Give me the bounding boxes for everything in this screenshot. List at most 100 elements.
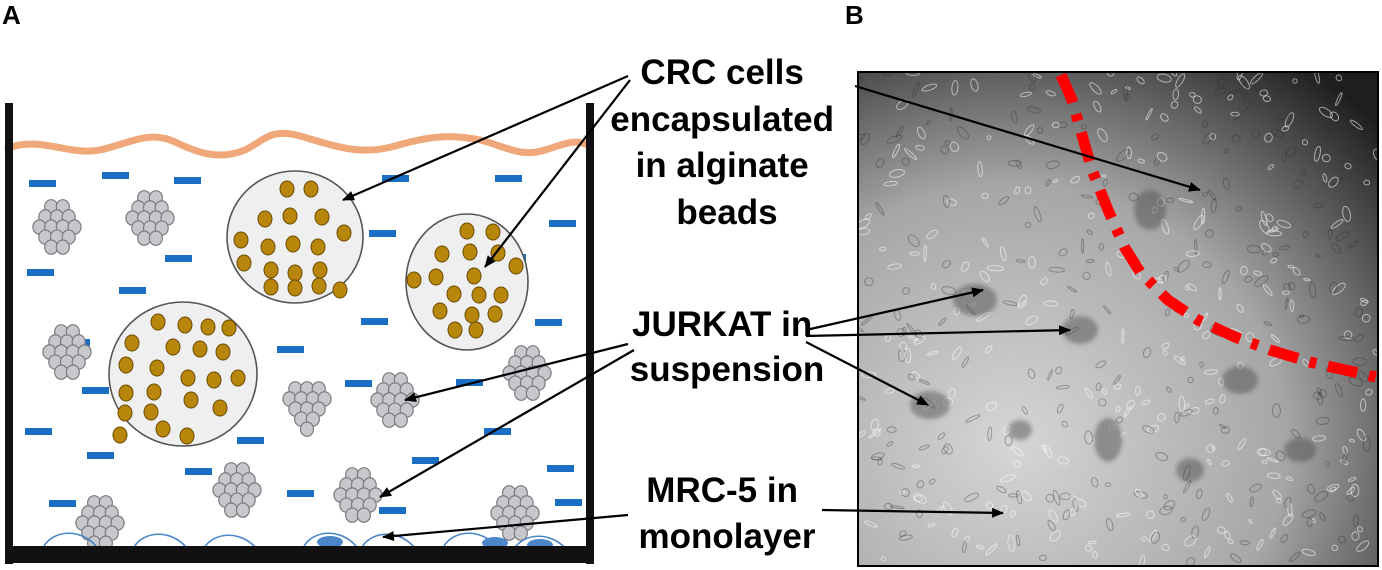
micro-cell-outline bbox=[1232, 110, 1247, 120]
micro-cell-outline bbox=[1058, 248, 1068, 257]
micro-cell-outline bbox=[1292, 78, 1298, 84]
micro-cell-outline bbox=[1049, 530, 1061, 542]
micro-cell-outline bbox=[875, 158, 885, 169]
micro-cell-outline bbox=[1084, 545, 1093, 552]
crc-cell bbox=[155, 420, 171, 438]
micro-cell-outline bbox=[887, 263, 902, 270]
micro-cell-outline bbox=[961, 356, 970, 368]
medium-dash bbox=[369, 230, 396, 237]
panel-a-letter: A bbox=[2, 0, 21, 30]
micro-cell-outline bbox=[1048, 509, 1058, 523]
micro-cell-outline bbox=[1335, 74, 1343, 82]
micro-cell-outline bbox=[1082, 271, 1091, 280]
micro-cell-outline bbox=[1027, 368, 1036, 379]
micro-cell-outline bbox=[1202, 261, 1212, 269]
micro-cell-outline bbox=[1204, 369, 1218, 375]
crc-cells-label: CRC cells encapsulated in alginate beads bbox=[610, 53, 843, 232]
mrc5-label: MRC-5 in monolayer bbox=[639, 471, 816, 556]
micro-cell-outline bbox=[1209, 132, 1217, 141]
micro-cell-outline bbox=[1331, 282, 1346, 296]
micro-cell-outline bbox=[1354, 334, 1364, 343]
medium-dash bbox=[379, 507, 406, 514]
micro-cell-outline bbox=[1221, 269, 1230, 285]
micro-cell-outline bbox=[1226, 492, 1233, 503]
micro-cell-outline bbox=[1011, 110, 1018, 124]
jurkat-cell bbox=[345, 507, 360, 523]
crc-cell bbox=[192, 340, 208, 358]
crc-cell bbox=[462, 243, 478, 261]
micro-cell-outline bbox=[1007, 159, 1022, 167]
micro-aggregate bbox=[1284, 438, 1316, 462]
micro-cell-outline bbox=[1165, 308, 1171, 317]
micro-cell-outline bbox=[916, 126, 926, 140]
micro-cell-outline bbox=[977, 161, 983, 178]
micro-cell-outline bbox=[1124, 86, 1131, 90]
microscopy-image bbox=[857, 71, 1379, 567]
crc-cell bbox=[215, 343, 231, 361]
micro-cell-outline bbox=[1015, 159, 1022, 170]
micro-cell-outline bbox=[1201, 120, 1209, 129]
micro-cell-outline bbox=[1307, 483, 1316, 494]
micro-cell-outline bbox=[1196, 488, 1203, 500]
crc-cell bbox=[310, 238, 326, 256]
arrow-mrc5-to-monolayer bbox=[382, 513, 629, 541]
micro-cell-outline bbox=[1211, 445, 1215, 451]
bead-boundary-line bbox=[1055, 72, 1378, 384]
micro-cell-outline bbox=[1047, 520, 1056, 532]
micro-cell-outline bbox=[1184, 535, 1197, 547]
micro-cell-outline bbox=[1021, 406, 1028, 415]
micro-cell-outline bbox=[1239, 265, 1248, 276]
micro-cell-outline bbox=[1270, 257, 1278, 264]
medium-dash bbox=[456, 379, 483, 386]
micro-cell-outline bbox=[1101, 174, 1107, 178]
micro-cell-outline bbox=[1045, 493, 1055, 503]
micro-cell-outline bbox=[1335, 92, 1343, 107]
micro-cell-outline bbox=[1329, 111, 1340, 122]
micro-cell-outline bbox=[1236, 72, 1243, 81]
micro-cell-outline bbox=[1348, 438, 1355, 443]
micro-cell-outline bbox=[1362, 436, 1371, 452]
micro-cell-outline bbox=[1002, 300, 1018, 306]
micro-cell-outline bbox=[1343, 330, 1353, 340]
micro-cell-outline bbox=[904, 347, 912, 364]
micro-cell-outline bbox=[1342, 205, 1352, 222]
micro-cell-outline bbox=[1102, 179, 1108, 187]
micro-cell-outline bbox=[1212, 406, 1219, 415]
micro-cell-outline bbox=[987, 426, 993, 442]
micro-cell-outline bbox=[1113, 383, 1122, 390]
micro-cell-outline bbox=[926, 350, 939, 356]
jurkat-cell bbox=[137, 230, 152, 246]
well-right-wall bbox=[586, 103, 594, 564]
micro-cell-outline bbox=[870, 452, 885, 461]
micro-cell-outline bbox=[1061, 420, 1069, 428]
micro-cell-outline bbox=[1097, 128, 1108, 143]
micro-cell-outline bbox=[1124, 93, 1131, 101]
micro-cell-outline bbox=[1278, 245, 1291, 250]
micro-cell-outline bbox=[1155, 452, 1168, 462]
micro-cell-outline bbox=[943, 443, 953, 455]
crc-cell bbox=[447, 321, 463, 339]
micro-cell-outline bbox=[1264, 132, 1273, 143]
micro-cell-outline bbox=[1348, 376, 1363, 387]
micro-cell-outline bbox=[1312, 391, 1322, 400]
crc-cell bbox=[332, 281, 348, 299]
micro-cell-outline bbox=[911, 371, 921, 379]
crc-cell bbox=[180, 369, 196, 387]
micro-cell-outline bbox=[985, 501, 994, 510]
micro-cell-outline bbox=[1218, 287, 1222, 301]
micro-cell-outline bbox=[1036, 127, 1044, 134]
medium-dash bbox=[535, 319, 562, 326]
micro-cell-outline bbox=[1059, 492, 1072, 501]
crc-cell bbox=[312, 261, 328, 279]
micro-cell-outline bbox=[1236, 303, 1244, 313]
micro-cell-outline bbox=[1026, 106, 1041, 114]
monolayer-cell-outline bbox=[43, 532, 97, 547]
micro-cell-outline bbox=[1163, 494, 1168, 500]
micro-cell-outline bbox=[884, 502, 893, 510]
micro-cell-outline bbox=[1028, 255, 1036, 269]
micro-cell-outline bbox=[1121, 328, 1125, 344]
micro-cell-outline bbox=[1193, 106, 1202, 114]
medium-dash bbox=[82, 387, 109, 394]
micro-cell-outline bbox=[965, 414, 981, 423]
crc-cell bbox=[206, 371, 222, 389]
